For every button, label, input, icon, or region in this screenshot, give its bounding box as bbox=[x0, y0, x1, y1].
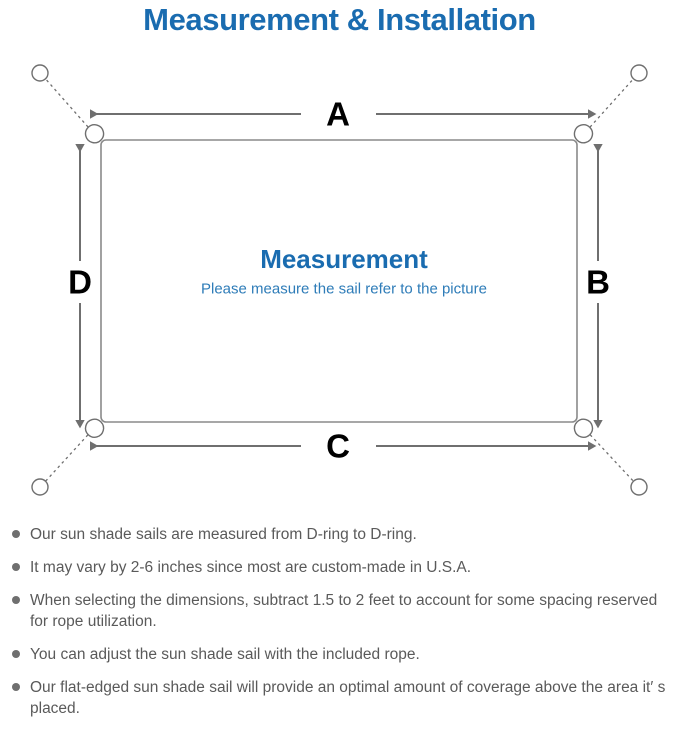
rope-top-left bbox=[42, 75, 97, 137]
dimension-label-a: A bbox=[326, 96, 350, 133]
dimension-label-d: D bbox=[68, 264, 92, 301]
page-title: Measurement & Installation bbox=[143, 2, 536, 37]
anchor-point-top-right bbox=[630, 64, 648, 82]
dimension-label-c: C bbox=[326, 428, 350, 465]
anchor-point-bottom-right bbox=[630, 478, 648, 496]
note-text: It may vary by 2-6 inches since most are… bbox=[30, 559, 472, 576]
note-text: When selecting the dimensions, subtract … bbox=[30, 592, 658, 630]
shade-sail-measurement-diagram: A C D B Measurement Please measure the s… bbox=[31, 64, 648, 496]
bullet-icon bbox=[12, 596, 20, 604]
dimension-c: C bbox=[90, 428, 597, 465]
bullet-icon bbox=[12, 530, 20, 538]
bullet-icon bbox=[12, 563, 20, 571]
dimension-b: B bbox=[586, 144, 610, 429]
d-ring-top-right bbox=[573, 124, 594, 144]
sail-center-subtitle: Please measure the sail refer to the pic… bbox=[201, 281, 487, 298]
rope-bottom-left bbox=[42, 425, 97, 485]
d-ring-bottom-right bbox=[573, 418, 594, 438]
dimension-d: D bbox=[68, 144, 92, 429]
note-text: Our flat-edged sun shade sail will provi… bbox=[30, 679, 666, 717]
note-item: It may vary by 2-6 inches since most are… bbox=[0, 557, 679, 578]
note-item: You can adjust the sun shade sail with t… bbox=[0, 644, 679, 665]
anchor-point-bottom-left bbox=[31, 478, 49, 496]
note-item: Our sun shade sails are measured from D-… bbox=[0, 524, 679, 545]
sail-body bbox=[100, 139, 578, 423]
d-ring-top-left bbox=[84, 124, 105, 144]
bullet-icon bbox=[12, 650, 20, 658]
rope-top-right bbox=[581, 75, 637, 137]
dimension-label-b: B bbox=[586, 264, 610, 301]
note-text: Our sun shade sails are measured from D-… bbox=[30, 526, 417, 543]
anchor-point-top-left bbox=[31, 64, 49, 82]
bullet-icon bbox=[12, 683, 20, 691]
notes-list: Our sun shade sails are measured from D-… bbox=[0, 524, 679, 731]
sail-center-title: Measurement bbox=[260, 244, 428, 274]
note-item: Our flat-edged sun shade sail will provi… bbox=[0, 677, 679, 719]
note-item: When selecting the dimensions, subtract … bbox=[0, 590, 679, 632]
d-ring-bottom-left bbox=[84, 418, 105, 438]
rope-bottom-right bbox=[581, 425, 637, 485]
diagram-container: A C D B Measurement Please measure the s… bbox=[0, 44, 679, 514]
dimension-a: A bbox=[90, 96, 597, 133]
note-text: You can adjust the sun shade sail with t… bbox=[30, 646, 420, 663]
